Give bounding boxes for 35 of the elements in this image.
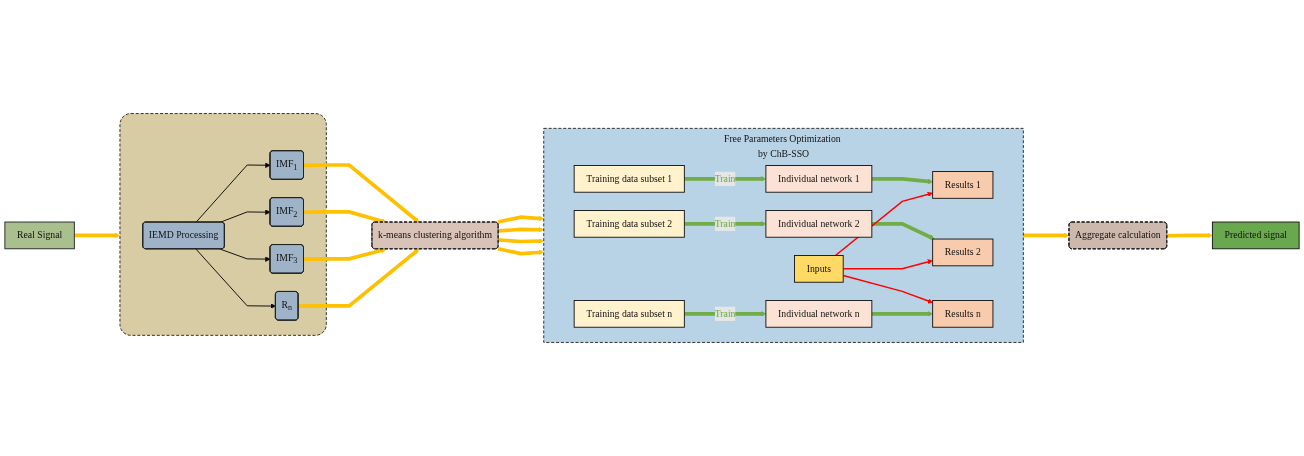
cluster [119, 113, 327, 336]
node-box: Inputs [794, 255, 844, 283]
node-box: Real Signal [4, 221, 75, 250]
arrow [1167, 232, 1213, 239]
arrow [871, 311, 933, 317]
arrow [1023, 232, 1070, 239]
node-box: Training data subset 1 [573, 165, 685, 193]
node-box: Training data subset 2 [573, 210, 685, 238]
arrow [684, 221, 767, 227]
arrow [871, 177, 933, 185]
node-box: Results n [932, 300, 994, 328]
arrow [498, 227, 544, 233]
arrow [298, 248, 420, 308]
node-box: Predicted signal [1211, 221, 1300, 250]
edge-label: Train [714, 308, 736, 319]
arrow [684, 176, 767, 182]
edge-label: Train [714, 218, 736, 229]
arrow [303, 210, 387, 224]
node-box: Individual network 1 [765, 165, 873, 193]
edge-label: Train [714, 173, 736, 184]
arrow [842, 259, 933, 270]
arrow [303, 163, 420, 223]
node-box: Results 1 [932, 171, 994, 199]
arrow [498, 238, 544, 244]
arrow [497, 247, 544, 256]
arrow [871, 222, 935, 240]
arrow [684, 311, 767, 317]
node-box: Results 2 [932, 238, 994, 267]
arrow [842, 274, 933, 304]
node-box: Training data subset n [573, 300, 685, 328]
arrow [303, 247, 387, 261]
arrow [497, 215, 544, 224]
node-box: Individual network 2 [765, 210, 873, 238]
arrow [74, 232, 121, 239]
node-box: Individual network n [765, 300, 873, 328]
